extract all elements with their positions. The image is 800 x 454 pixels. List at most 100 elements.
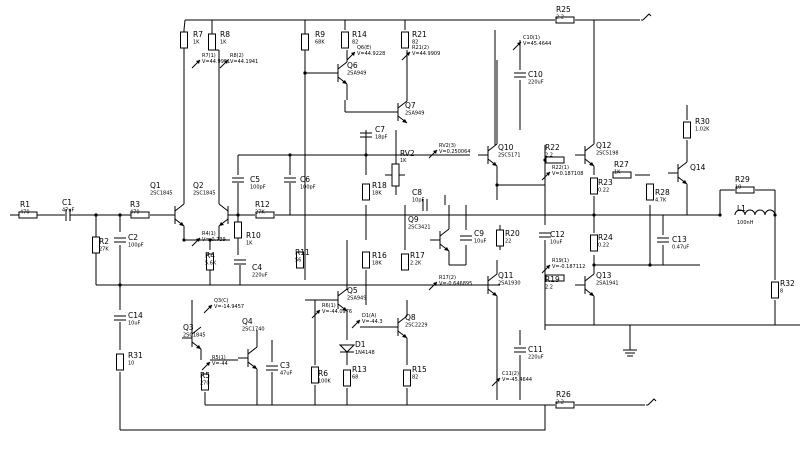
resistor-r18-value: 18K — [372, 191, 382, 197]
resistor-body — [403, 369, 411, 387]
junction-dot — [495, 183, 499, 187]
probe-label: R4(1) — [202, 231, 216, 237]
capacitor-c7-value: 18pF — [375, 135, 388, 141]
probe-voltage: V=44.9909 — [412, 51, 440, 57]
voltage-probe: R22(1)V=0.187108 — [541, 165, 583, 181]
capacitor-c12 — [539, 232, 551, 238]
resistor-body — [545, 274, 565, 282]
resistor-r26-label: R26 — [556, 390, 571, 399]
resistor-r32-value: 8 — [780, 289, 783, 295]
resistor-body — [301, 33, 309, 51]
probe-label: RV2(3) — [439, 143, 456, 149]
transistor-arrow — [444, 247, 449, 251]
resistor-body — [401, 31, 409, 49]
voltage-probe: R4(1)V=-0.739 — [191, 231, 226, 247]
transistor-q11-label: Q11 — [498, 271, 514, 280]
resistor-r8-value: 1K — [220, 40, 227, 46]
transistor-q9-label: Q9 — [408, 215, 419, 224]
probe-voltage: V=45.4644 — [523, 41, 551, 47]
transistor-q9-part: 2SC3421 — [408, 225, 431, 231]
resistor-r25-value: 2.2 — [556, 15, 564, 21]
transistor-collector — [397, 315, 408, 324]
capacitor-c11-value: 220uF — [528, 355, 544, 361]
voltage-probe: R5(1)V=-44 — [201, 355, 228, 371]
resistor-r5-label: R5 — [200, 371, 210, 380]
voltage-probe: D1(A)V=-44.3 — [351, 313, 383, 329]
probe-voltage: V=-44.0976 — [322, 309, 352, 315]
resistor-body — [612, 171, 632, 179]
voltage-probe: RV2(3)V=0.250064 — [428, 143, 470, 159]
resistor-body — [555, 16, 575, 24]
junction-dot — [364, 153, 368, 157]
transistor-q10 — [478, 143, 498, 167]
resistor-r2-value: 27K — [99, 247, 109, 253]
capacitor-c11 — [514, 347, 526, 353]
resistor-r12 — [255, 211, 275, 219]
potentiometer-rv2-label: RV2 — [400, 149, 415, 158]
resistor-r16-label: R16 — [372, 251, 387, 260]
transistor-q11-part: 2SA1930 — [498, 281, 521, 287]
probe-arrow — [208, 305, 212, 309]
capacitor-c1 — [65, 209, 71, 221]
resistor-r8 — [208, 33, 216, 51]
resistor-r11-value: 56 — [295, 258, 301, 264]
probe-voltage: V=-0.739 — [202, 237, 226, 243]
capacitor-c10-value: 220uF — [528, 80, 544, 86]
transistor-q7-part: 2SA949 — [405, 111, 424, 117]
probe-label: C10(1) — [523, 35, 540, 41]
transistor-q1-label: Q1 — [150, 181, 161, 190]
transistor-q13-label: Q13 — [596, 271, 612, 280]
transistor-collector — [337, 61, 348, 70]
resistor-r19 — [545, 274, 565, 282]
transistor-q5 — [328, 288, 348, 312]
transistor-q3 — [182, 326, 202, 350]
probe-label: R22(1) — [552, 165, 569, 171]
probe-arrow — [196, 238, 200, 242]
voltage-probe: R19(1)V=-0.187112 — [541, 258, 585, 274]
resistor-r32 — [771, 281, 779, 299]
resistor-r31-value: 10 — [128, 361, 134, 367]
resistor-body — [311, 366, 319, 384]
resistor-r27 — [612, 171, 632, 179]
probe-arrow — [224, 60, 228, 64]
transistor-collector — [584, 143, 595, 152]
transistor-q1-part: 2SC1845 — [150, 191, 173, 197]
resistor-r18 — [362, 183, 370, 201]
transistor-q11 — [478, 273, 498, 297]
resistor-r20 — [496, 229, 504, 247]
probe-label: D1(A) — [362, 313, 376, 319]
transistor-q14-label: Q14 — [690, 163, 706, 172]
potentiometer-rv2-value: 1K — [400, 158, 407, 164]
resistor-r6-value: 100K — [318, 379, 332, 385]
components — [18, 13, 779, 409]
capacitor-c9 — [460, 235, 472, 241]
transistor-q7 — [388, 100, 408, 124]
capacitor-c10-label: C10 — [528, 70, 543, 79]
resistor-r31-label: R31 — [128, 351, 143, 360]
resistor-body — [362, 183, 370, 201]
wires — [10, 19, 800, 431]
capacitor-c3-label: C3 — [280, 361, 290, 370]
capacitor-c7 — [360, 132, 372, 138]
capacitor-c1-label: C1 — [62, 198, 72, 207]
transistor-arrow — [589, 162, 594, 166]
transistor-arrow — [342, 307, 347, 311]
resistor-r23 — [590, 177, 598, 195]
diode-d1-part: 1N4148 — [355, 350, 375, 356]
resistor-body — [555, 401, 575, 409]
capacitor-c13 — [657, 237, 669, 243]
voltage-probe: C10(1)V=45.4644 — [512, 35, 551, 51]
resistor-body — [201, 373, 209, 391]
transistor-q8-label: Q8 — [405, 313, 416, 322]
inductor-l1-value: 100nH — [737, 220, 754, 226]
probe-voltage: V=-44.3 — [362, 319, 383, 325]
resistor-r16-value: 18K — [372, 261, 382, 267]
junction-dot — [303, 71, 307, 75]
diode-d1-label: D1 — [355, 340, 366, 349]
resistor-body — [234, 221, 242, 239]
junction-dot — [182, 238, 186, 242]
transistor-q2-part: 2SC1845 — [193, 191, 216, 197]
capacitor-c3-value: 47uF — [280, 371, 293, 377]
transistor-q10-label: Q10 — [498, 143, 514, 152]
capacitor-c8 — [422, 199, 428, 211]
